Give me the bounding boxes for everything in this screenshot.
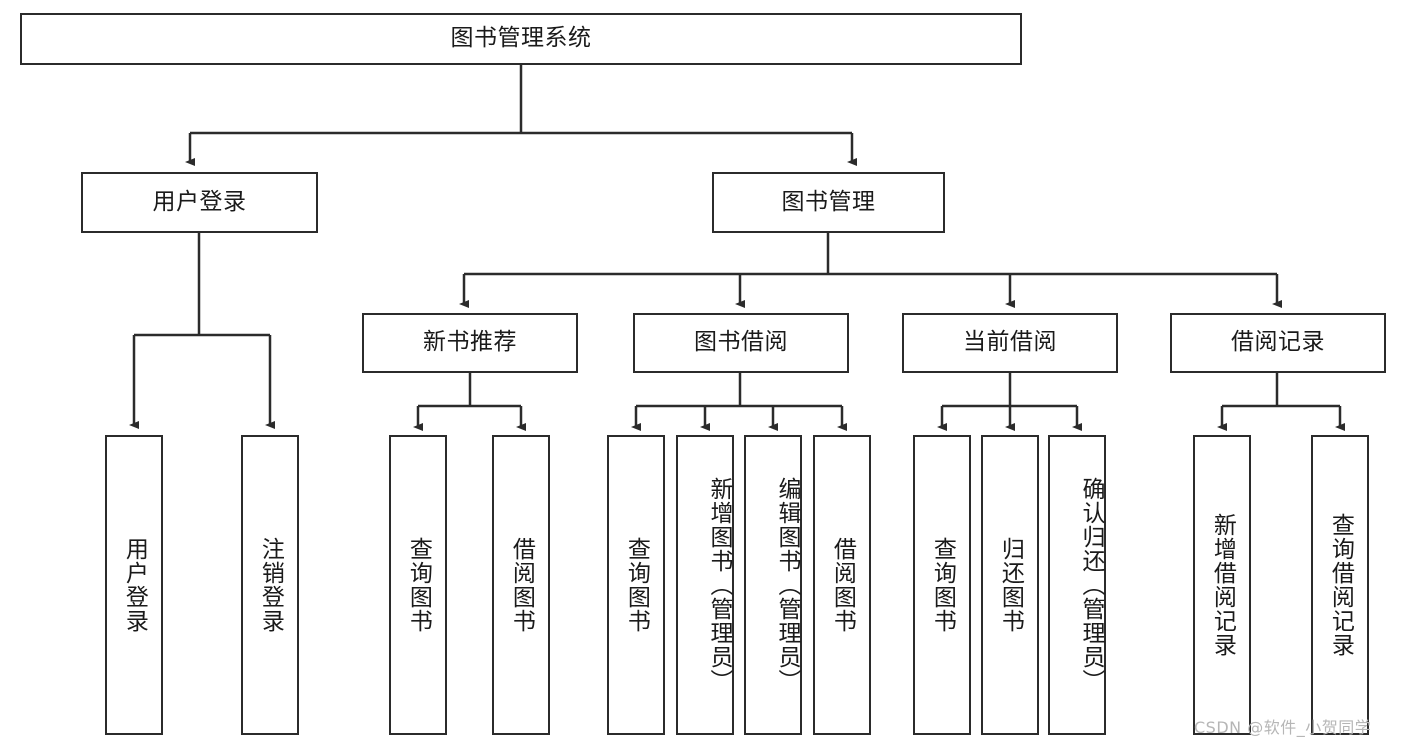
node-leaf-user-logout-label: 注销登录 — [257, 537, 284, 633]
node-leaf-confirm-return-label: 确认归还（管理员） — [1078, 477, 1104, 693]
node-book-borrow[interactable]: 图书借阅 — [633, 313, 849, 373]
node-book-borrow-label: 图书借阅 — [694, 329, 788, 356]
node-user-login-label: 用户登录 — [152, 188, 247, 215]
node-leaf-query-record-label: 查询借阅记录 — [1327, 513, 1354, 657]
node-leaf-return-book[interactable]: 归还图书 — [981, 435, 1039, 735]
node-leaf-borrow-book-1[interactable]: 借阅图书 — [492, 435, 550, 735]
node-borrow-record-label: 借阅记录 — [1231, 329, 1325, 356]
node-leaf-borrow-book-2[interactable]: 借阅图书 — [813, 435, 871, 735]
node-borrow-record[interactable]: 借阅记录 — [1170, 313, 1386, 373]
node-leaf-user-login-label: 用户登录 — [121, 537, 148, 633]
node-leaf-user-logout[interactable]: 注销登录 — [241, 435, 299, 735]
node-leaf-return-book-label: 归还图书 — [997, 537, 1024, 633]
node-leaf-edit-book[interactable]: 编辑图书（管理员） — [744, 435, 802, 735]
node-leaf-borrow-book-2-label: 借阅图书 — [829, 537, 856, 633]
node-current-borrow-label: 当前借阅 — [963, 329, 1057, 356]
node-leaf-query-book-1[interactable]: 查询图书 — [389, 435, 447, 735]
node-leaf-edit-book-label: 编辑图书（管理员） — [774, 477, 800, 693]
node-leaf-add-record-label: 新增借阅记录 — [1209, 513, 1236, 657]
node-leaf-add-book[interactable]: 新增图书（管理员） — [676, 435, 734, 735]
node-leaf-user-login[interactable]: 用户登录 — [105, 435, 163, 735]
node-leaf-query-book-3[interactable]: 查询图书 — [913, 435, 971, 735]
csdn-watermark: CSDN @软件_小贺同学 — [1194, 718, 1372, 737]
node-leaf-query-record[interactable]: 查询借阅记录 — [1311, 435, 1369, 735]
node-current-borrow[interactable]: 当前借阅 — [902, 313, 1118, 373]
node-book-manage[interactable]: 图书管理 — [712, 172, 945, 233]
node-new-book-rec-label: 新书推荐 — [423, 329, 517, 356]
node-leaf-query-book-2[interactable]: 查询图书 — [607, 435, 665, 735]
node-leaf-add-record[interactable]: 新增借阅记录 — [1193, 435, 1251, 735]
node-user-login[interactable]: 用户登录 — [81, 172, 318, 233]
node-leaf-confirm-return[interactable]: 确认归还（管理员） — [1048, 435, 1106, 735]
node-leaf-add-book-label: 新增图书（管理员） — [706, 477, 732, 693]
node-leaf-query-book-1-label: 查询图书 — [405, 537, 432, 633]
node-leaf-query-book-3-label: 查询图书 — [929, 537, 956, 633]
node-root-label: 图书管理系统 — [450, 25, 592, 52]
node-leaf-borrow-book-1-label: 借阅图书 — [508, 537, 535, 633]
node-book-manage-label: 图书管理 — [781, 188, 876, 215]
node-new-book-rec[interactable]: 新书推荐 — [362, 313, 578, 373]
node-root[interactable]: 图书管理系统 — [20, 13, 1022, 65]
node-leaf-query-book-2-label: 查询图书 — [623, 537, 650, 633]
